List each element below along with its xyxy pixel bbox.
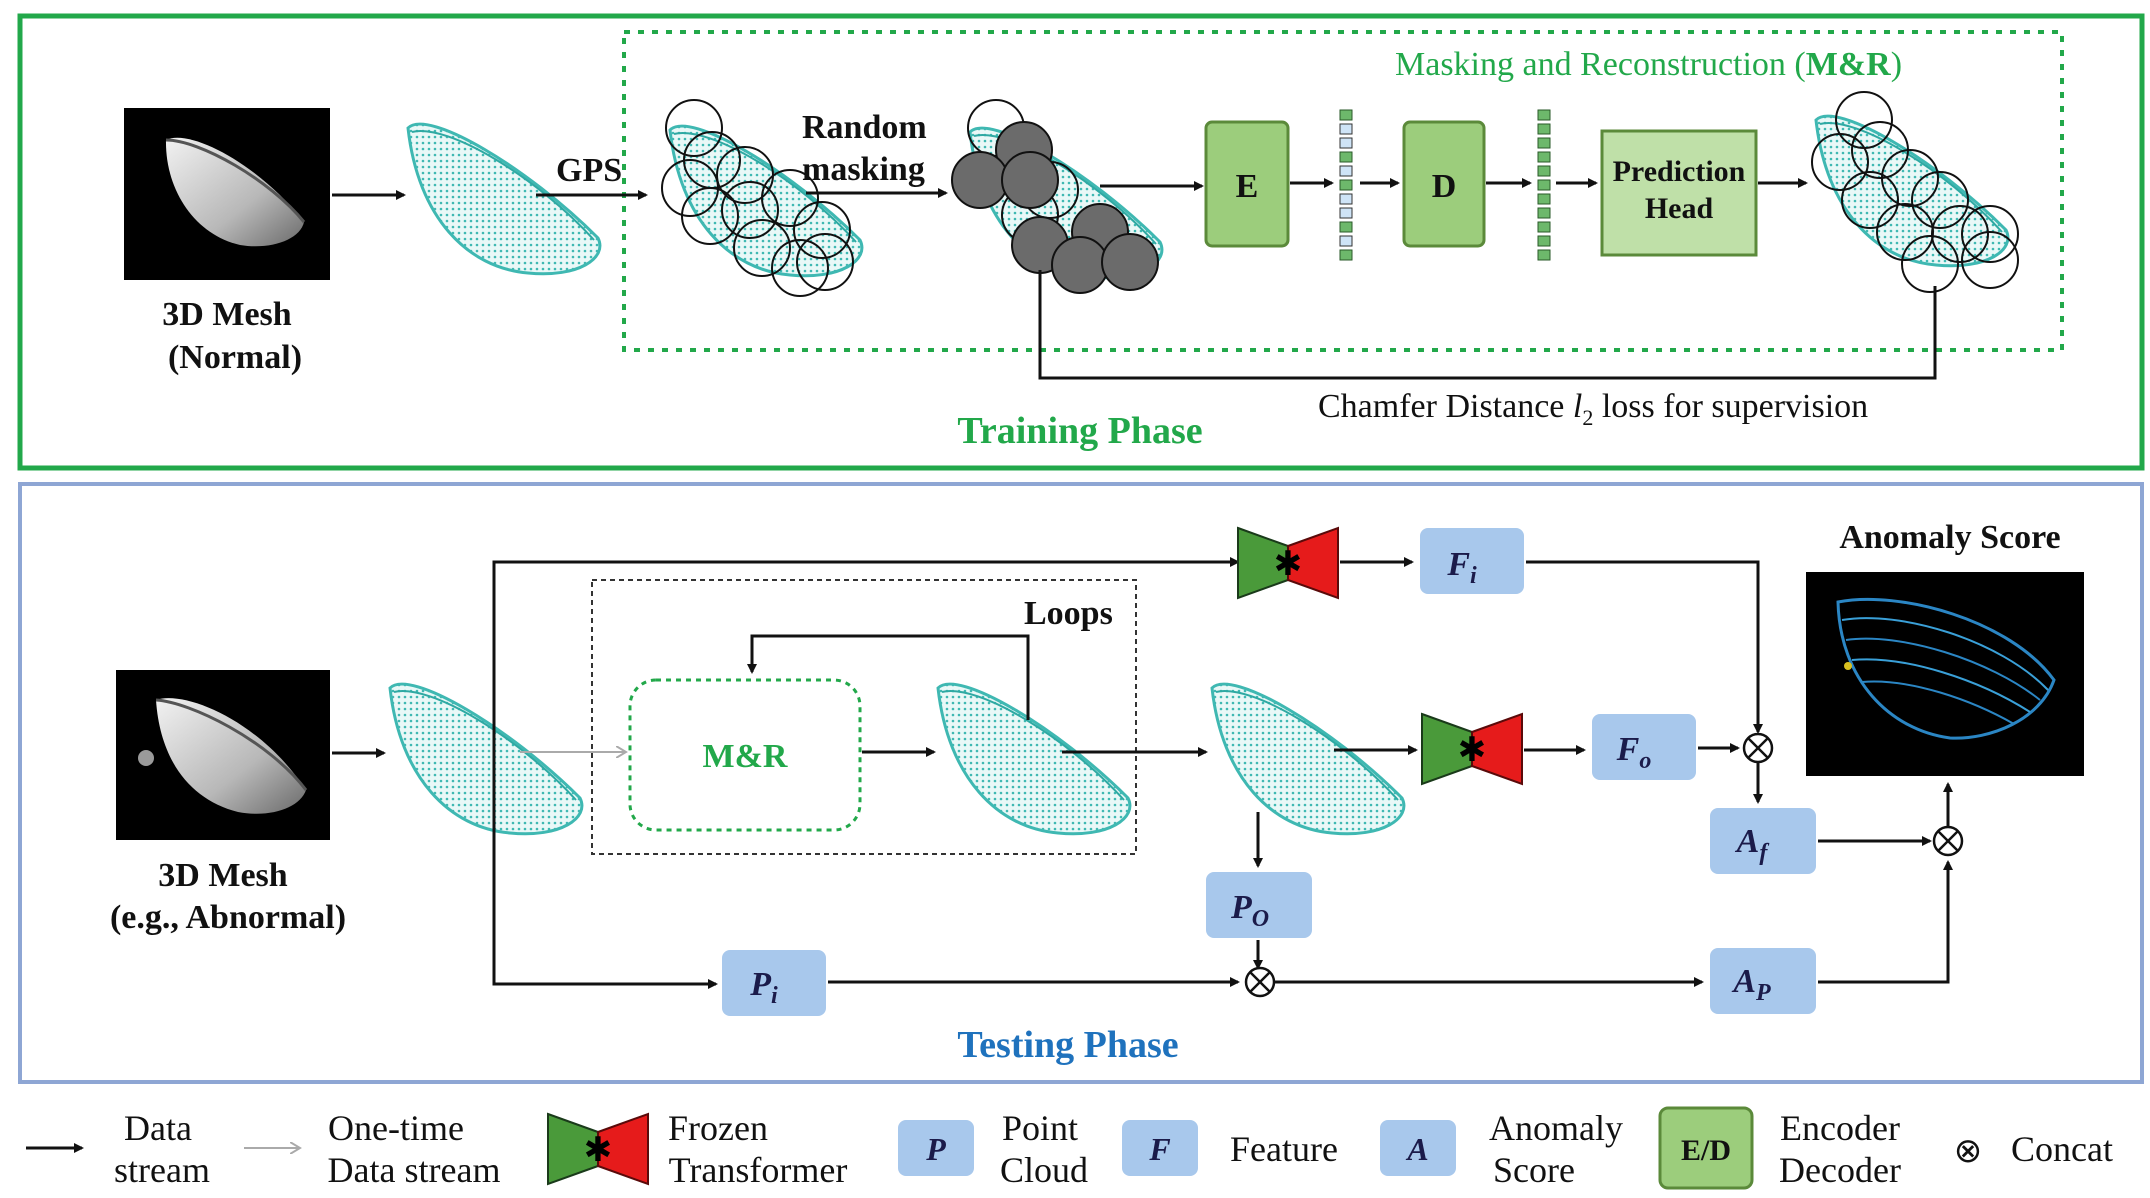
pi-box [722, 950, 826, 1016]
legend-ed-2: Decoder [1779, 1150, 1901, 1190]
training-panel [17, 13, 2145, 471]
mr-box [628, 678, 862, 832]
fo-label: Fo [1616, 731, 1652, 774]
abnormal-mesh-label-2: (e.g., Abnormal) [110, 899, 346, 936]
legend-concat: Concat [2011, 1129, 2113, 1169]
svg-text:A: A [1405, 1131, 1428, 1167]
legend-point-box [898, 1120, 974, 1176]
prediction-head-label-2: Head [1645, 192, 1714, 225]
gps-label: GPS [556, 152, 622, 189]
loops-label: Loops [1024, 595, 1113, 632]
prediction-head-label-1: Prediction [1613, 155, 1746, 188]
legend-feature: Feature [1230, 1129, 1338, 1169]
training-phase-title: Training Phase [957, 410, 1202, 452]
legend-ed-1: Encoder [1780, 1108, 1900, 1148]
mr-region [622, 30, 2064, 352]
chamfer-supervision-line [1038, 270, 1937, 380]
frozen-transformer-mid [1421, 713, 1523, 785]
latent-tokens-1 [1339, 109, 1353, 261]
svg-text:F: F [1148, 1131, 1170, 1167]
fo-box [1592, 714, 1696, 780]
svg-text:E/D: E/D [1681, 1134, 1731, 1167]
svg-text:P: P [925, 1131, 946, 1167]
output-point-cloud [1210, 682, 1406, 836]
legend-point-2: Cloud [1000, 1150, 1088, 1190]
legend-onetime-2: Data stream [328, 1150, 501, 1190]
random-masking-label-1: Random [802, 109, 927, 146]
concat-features [1742, 732, 1774, 764]
loop-point-cloud [936, 682, 1132, 836]
normal-mesh-image [124, 108, 330, 280]
po-label: PO [1230, 889, 1269, 932]
normal-mesh-label-2: (Normal) [168, 339, 302, 376]
anomaly-score-title: Anomaly Score [1839, 519, 2060, 556]
prediction-head-box [1600, 129, 1758, 257]
fi-label: Fi [1446, 546, 1477, 589]
concat-points [1244, 966, 1276, 998]
encoder-label: E [1236, 168, 1259, 205]
abnormal-mesh-label-1: 3D Mesh [158, 857, 287, 894]
legend-point-1: Point [1002, 1108, 1078, 1148]
mr-label: M&R [703, 738, 788, 775]
decoder-label: D [1432, 168, 1457, 205]
mr-region-title: Masking and Reconstruction (M&R) [1395, 46, 1902, 83]
chamfer-label: Chamfer Distance l2 loss for supervision [1318, 388, 1868, 430]
legend-anomaly-2: Score [1493, 1150, 1575, 1190]
legend-onetime-1: One-time [328, 1108, 464, 1148]
legend-anomaly-1: Anomaly [1489, 1108, 1623, 1148]
legend-ed-box [1658, 1106, 1754, 1190]
normal-mesh-label-1: 3D Mesh [162, 296, 291, 333]
pi-label: Pi [749, 966, 778, 1009]
legend-data-stream-2: stream [114, 1150, 210, 1190]
legend-frozen-2: Transformer [669, 1150, 848, 1190]
legend-anomaly-box [1380, 1120, 1456, 1176]
legend-frozen-1: Frozen [668, 1108, 768, 1148]
af-box [1710, 808, 1816, 874]
latent-tokens-2 [1537, 109, 1551, 261]
ap-box [1710, 948, 1816, 1014]
legend-data-stream-1: Data [124, 1108, 192, 1148]
concat-scores [1932, 825, 1964, 857]
legend: Data stream One-time Data stream Frozen … [26, 1106, 2113, 1190]
encoder-box [1204, 120, 1290, 248]
loops-region [591, 579, 1137, 855]
po-box [1206, 872, 1312, 938]
masked-point-cloud [951, 99, 1164, 294]
anomaly-score-image [1806, 572, 2084, 776]
input-point-cloud [388, 682, 584, 836]
abnormal-mesh-image [116, 670, 330, 840]
legend-concat-icon: ⊗ [1954, 1131, 1983, 1171]
decoder-box [1402, 120, 1486, 248]
patched-point-cloud [661, 99, 864, 297]
testing-panel [18, 482, 2144, 1084]
legend-feature-box [1122, 1120, 1198, 1176]
reconstructed-point-cloud [1811, 91, 2019, 293]
legend-frozen-icon [547, 1113, 649, 1185]
frozen-transformer-top [1237, 527, 1339, 599]
point-cloud-normal [406, 122, 602, 276]
fi-box [1420, 528, 1524, 594]
testing-phase-title: Testing Phase [957, 1024, 1178, 1066]
random-masking-label-2: masking [802, 151, 925, 188]
af-label: Af [1735, 823, 1770, 866]
ap-label: AP [1731, 963, 1771, 1006]
